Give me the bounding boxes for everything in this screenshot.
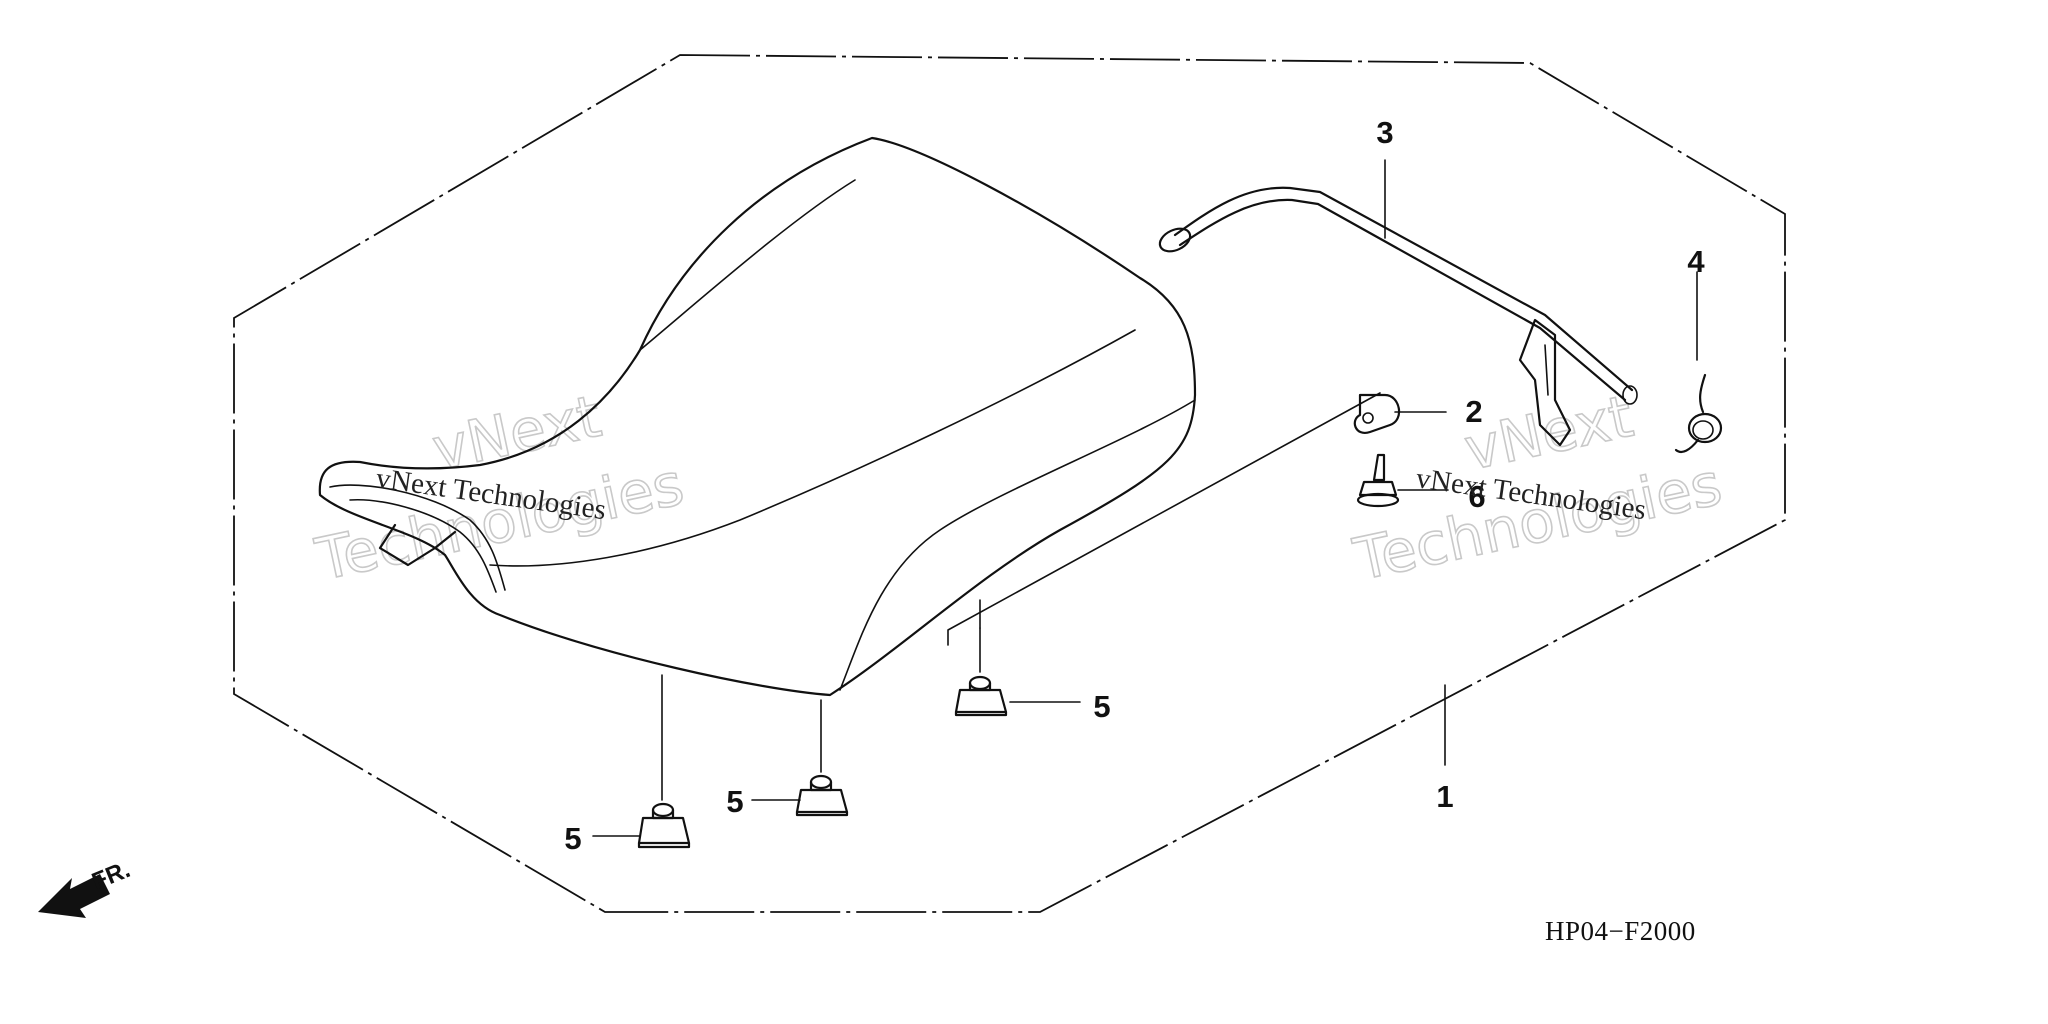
spring-arm-top xyxy=(1699,373,1707,414)
seat-bracket xyxy=(378,523,457,567)
lever-grip xyxy=(1158,227,1192,253)
assembly-boundary xyxy=(233,54,1786,913)
seat-side-crease xyxy=(839,399,1196,691)
seat-rear-rim xyxy=(329,484,506,591)
seat-rear-rim-inner xyxy=(349,498,497,593)
callout-lever: 3 xyxy=(1376,115,1393,150)
lever-rod-lower xyxy=(1178,198,1627,402)
lever-rod xyxy=(1173,186,1634,392)
callout-spring: 4 xyxy=(1687,244,1705,279)
cushion-c xyxy=(954,675,1008,717)
seat-lever xyxy=(1158,186,1638,447)
watermark-line2: Technologies xyxy=(1348,450,1728,594)
reference-line-plate xyxy=(947,392,1381,646)
seat xyxy=(318,136,1197,697)
lever-rod-end xyxy=(1622,385,1638,405)
callout-bolt: 6 xyxy=(1468,479,1485,514)
seat-outline xyxy=(318,136,1197,697)
plate-hole xyxy=(1362,412,1374,424)
lever-hook-slot xyxy=(1544,344,1549,396)
callout-plate: 2 xyxy=(1465,394,1482,429)
bolt-head xyxy=(1358,480,1398,497)
spring-coil-outer xyxy=(1687,412,1723,444)
spring xyxy=(1674,373,1723,454)
front-direction-indicator: FR. xyxy=(38,856,134,918)
front-label: FR. xyxy=(88,856,134,896)
cushion-b xyxy=(795,774,849,817)
callout-cushion-b: 5 xyxy=(726,784,743,819)
callout-cushion-c: 5 xyxy=(1093,689,1110,724)
plate-body xyxy=(1353,393,1401,434)
spring-coil-inner xyxy=(1692,420,1714,440)
leader-lines xyxy=(592,159,1698,837)
lever-hook xyxy=(1518,318,1572,447)
front-arrow-icon xyxy=(38,874,110,918)
seat-top-ridge xyxy=(489,329,1136,567)
bolt-shank xyxy=(1372,453,1386,482)
seat-top-crease xyxy=(639,179,856,351)
bolt xyxy=(1356,453,1400,508)
bolt-flange xyxy=(1356,492,1400,508)
spring-arm-bottom xyxy=(1674,438,1700,454)
cushion-a xyxy=(637,802,691,849)
diagram-code: HP04−F2000 xyxy=(1545,916,1696,946)
callout-cushion-a: 5 xyxy=(564,821,581,856)
callout-seat: 1 xyxy=(1436,779,1453,814)
plate xyxy=(1353,393,1401,434)
